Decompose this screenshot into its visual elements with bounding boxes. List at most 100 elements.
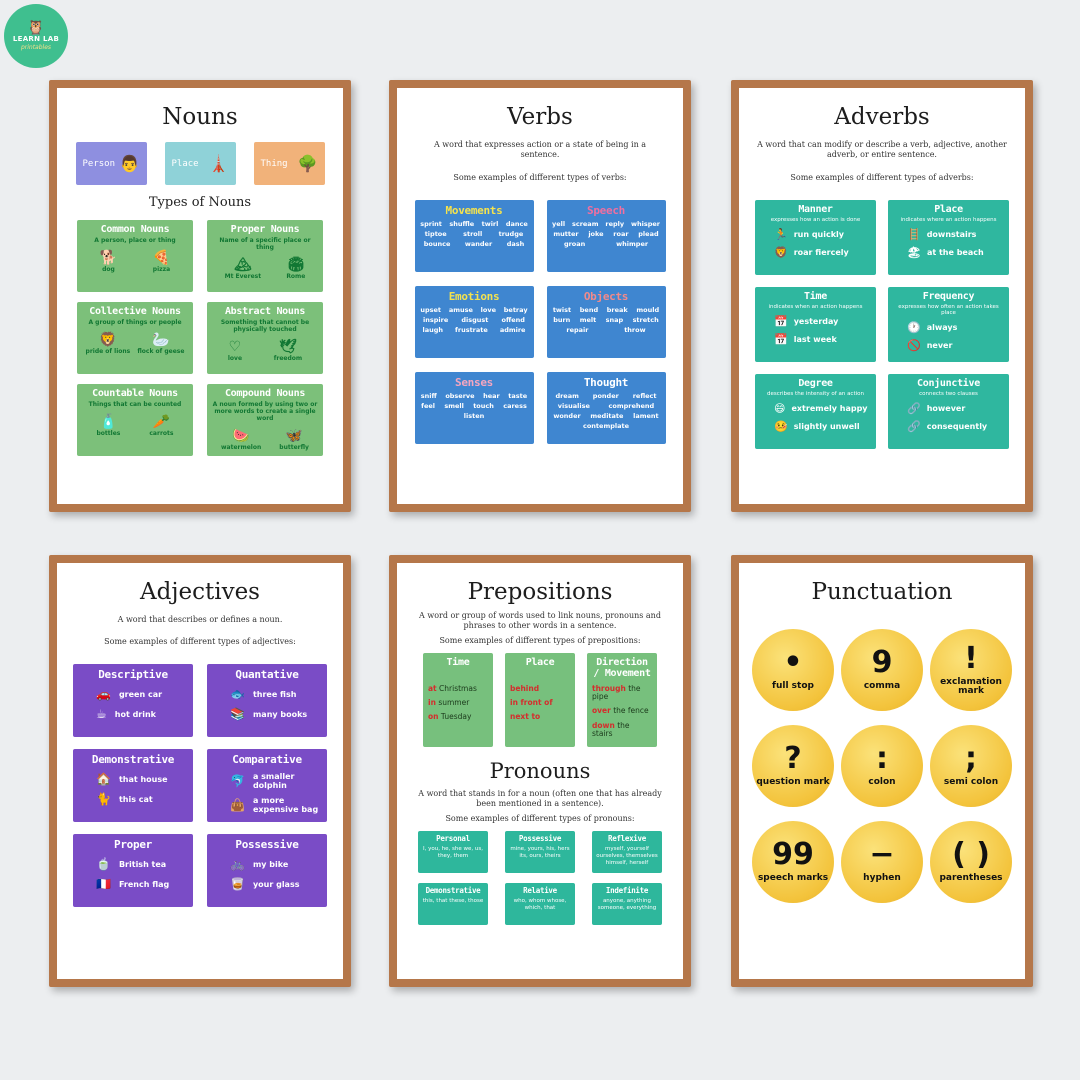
preposition-word: down [592,720,615,730]
example-text: roar fiercely [793,248,849,258]
example-text: never [926,341,953,351]
example-icon: 👜 [230,798,245,813]
example-text: last week [793,335,837,345]
example-text: this cat [118,794,153,804]
types-title: Types of Nouns [148,195,252,210]
pronoun-words: I, you, he, she we, us, they, them [422,845,484,859]
example-text: at the beach [926,248,984,258]
example-icon: 🔗 [907,420,921,434]
adjective-card-descriptive: Descriptive🚗green car☕hot drink [73,664,193,738]
word: ponder [592,391,619,400]
example-row: in front of [510,698,570,708]
example-rest: the stairs [592,720,630,738]
card-title: Place [525,656,555,668]
person-icon: 👨 [119,154,140,173]
example-text: a smaller dolphin [252,772,295,791]
chip-thing: Thing🌳 [253,142,325,185]
word: throw [624,325,646,334]
example-text: my bike [252,859,289,869]
word: contemplate [582,421,630,430]
example-row: 🚗green car [96,687,188,701]
word: plead [638,229,659,238]
example-row: 👜a more expensive bag [230,796,322,814]
poster-title: Punctuation [811,579,953,605]
example-row: 🏖 at the beach [907,246,1004,259]
example-row: 📚many books [230,707,322,721]
pronoun-words: this, that these, those [422,897,484,904]
word: repair [566,325,589,334]
card-abstract-nouns: Abstract Nouns Something that cannot be … [207,302,323,374]
learn-lab-logo: 🦉 LEARN LAB printables [4,4,68,68]
chip-place: Place🗼 [164,142,236,185]
card-title: Frequency [922,290,975,302]
adjective-card-possessive: Possessive🚲my bike🥃your glass [207,834,327,908]
example-row: behind [510,683,570,693]
example-icon: 🏠 [96,772,111,787]
preposition-word: in front of [510,698,553,708]
word: hear [483,391,500,400]
word: smell [444,401,464,410]
example-icon: 😄 [774,402,786,416]
poster-description: A word that can modify or describe a ver… [757,140,1007,160]
example-row: 🚲my bike [230,857,322,871]
example-row: 🕐always [907,321,1004,334]
preposition-word: next to [510,712,541,722]
poster-frame-verbs: Verbs A word that expresses action or a … [389,80,691,512]
punctuation-colon: :colon [841,725,923,807]
example-rest: summer [438,698,470,708]
example-icon: 🐬 [230,774,245,789]
punctuation-label: exclamation mark [940,676,1002,696]
poster-frame-nouns: Nouns Person👨 Place🗼 Thing🌳 Types of Nou… [49,80,351,512]
punctuation-question-mark: ?question mark [752,725,834,807]
punctuation-label: comma [863,681,901,692]
preposition-word: on [428,712,439,722]
word: meditate [590,411,624,420]
pronouns-subdescription: Some examples of different types of pron… [445,813,635,823]
example-row: through the pipe [592,684,652,702]
adjective-card-comparative: Comparative 🐬 a smaller dolphin 👜a more exp… [207,749,327,823]
preposition-word: in [428,698,436,708]
preposition-card-direction-movement: Direction / Movement through the pipe over… [587,652,657,747]
card-title: Comparative [232,753,302,767]
card-title: Time [446,656,470,668]
poster-subdescription: Some examples of different types of adve… [790,172,974,182]
card-title: Degree [798,377,833,389]
example-row: 🔗consequently [907,420,1004,433]
example-row: 🤒slightly unwell [774,420,871,433]
word: comprehend [608,401,655,410]
example-icon: 🏖 [907,246,921,260]
example-text: downstairs [926,230,977,240]
punctuation-symbol-icon: − [869,837,895,873]
example-text: French flag [118,879,170,889]
preposition-word: behind [510,683,540,693]
card-collective-nouns: Collective Nouns A group of things or pe… [77,302,193,374]
card-title: Direction / Movement [593,656,651,679]
preposition-word: over [592,706,611,716]
eiffel-tower-icon: 🗼 [208,154,229,173]
example-text: always [926,323,958,333]
word: snap [605,315,624,324]
pronoun-words: who, whom whose, which, that [513,897,567,911]
example-text: your glass [252,879,300,889]
carrot-icon: 🥕 [152,413,171,430]
word: yell [551,219,566,228]
word: roar [613,229,629,238]
word: observe [445,391,475,400]
example-text: extremely happy [791,404,868,414]
word: disgust [461,315,489,324]
example-row: down the stairs [592,720,652,739]
example-row: 🏠that house [96,772,188,786]
word: dance [505,219,528,228]
card-title: Place [934,203,963,215]
card-title: Speech [587,203,625,217]
example-icon: 🏃 [774,228,788,242]
card-title: Movements [445,203,503,217]
